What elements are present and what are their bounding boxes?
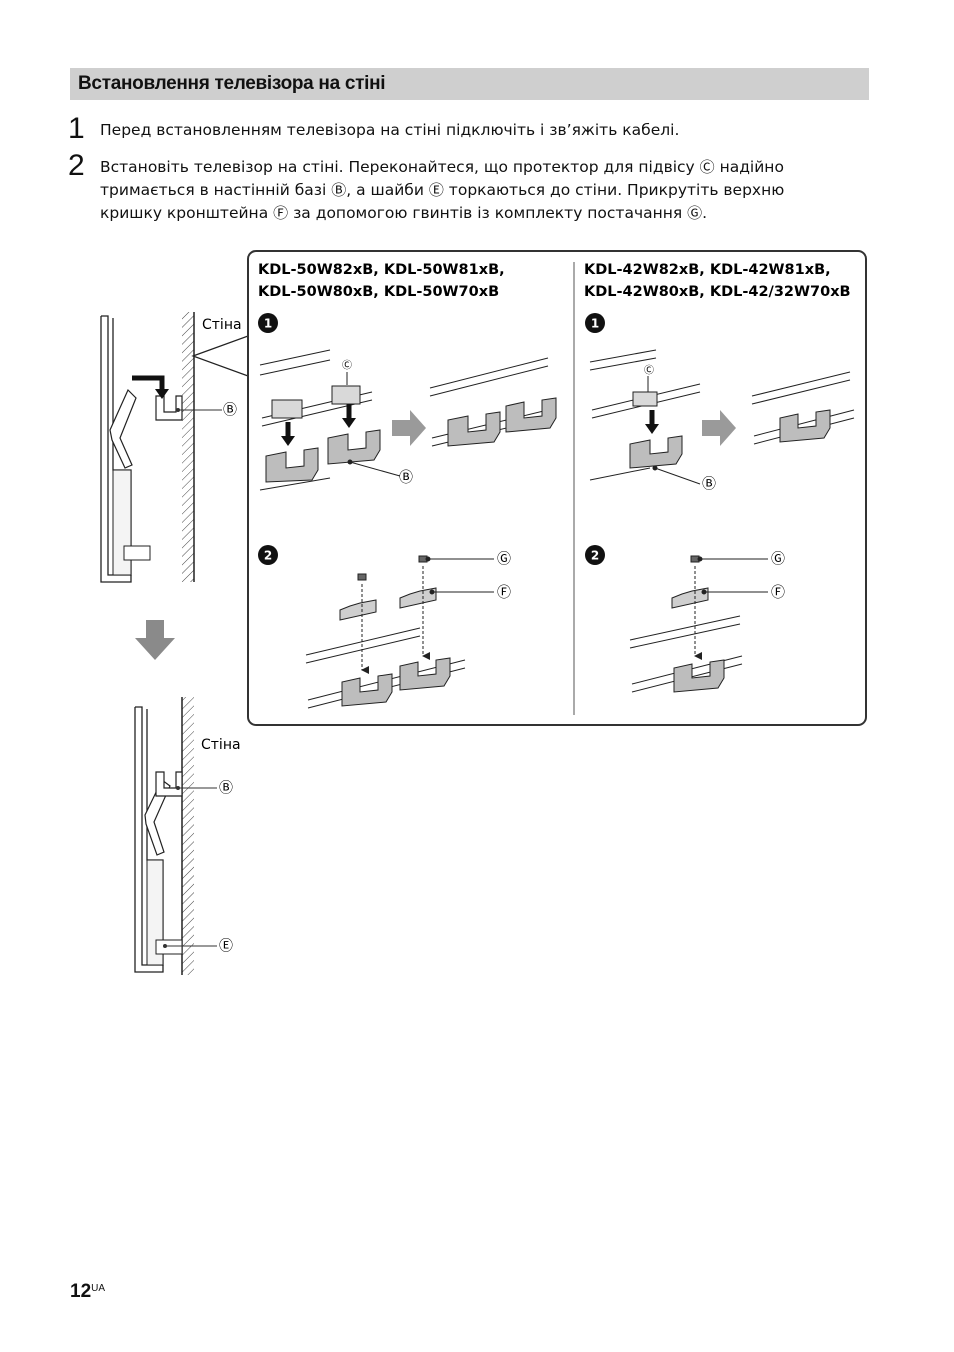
tv-side-view-before <box>100 312 222 583</box>
part-f-ref: Ⓕ <box>273 204 289 222</box>
right-step1-illustration <box>589 349 855 485</box>
part-c-ref: Ⓒ <box>699 158 715 176</box>
badge-number: 2 <box>591 549 599 563</box>
step-2-text-part: , а шайби <box>346 181 429 199</box>
step-2-text-part: за допомогою гвинтів із комплекту постач… <box>288 204 688 222</box>
page-number: 12UA <box>70 1281 105 1303</box>
part-b-label: Ⓑ <box>223 403 237 419</box>
step-text-1: Перед встановленням телевізора на стіні … <box>100 121 680 139</box>
badge-left-1: 1 <box>258 313 278 333</box>
page-number-suffix: UA <box>91 1283 106 1294</box>
badge-left-2: 2 <box>258 545 278 565</box>
section-title: Встановлення телевізора на стіні <box>70 68 869 100</box>
part-e-ref: Ⓔ <box>428 181 444 199</box>
part-f-label-left: Ⓕ <box>497 585 511 601</box>
page-number-value: 12 <box>70 1281 92 1302</box>
badge-number: 2 <box>264 549 272 563</box>
wall-label-bottom: Стіна <box>201 737 241 753</box>
left-step2-illustration <box>305 555 494 709</box>
part-f-label-right: Ⓕ <box>771 585 785 601</box>
left-step1-illustration <box>259 349 557 491</box>
step-number-2: 2 <box>68 149 85 182</box>
step-2-text-part: Встановіть телевізор на стіні. Переконай… <box>100 158 700 176</box>
badge-number: 1 <box>591 317 599 331</box>
tv-side-view-after <box>134 697 217 975</box>
right-step2-illustration <box>629 555 768 693</box>
part-e-label: Ⓔ <box>219 939 233 955</box>
part-b-ref: Ⓑ <box>331 181 347 199</box>
part-c-label-left: Ⓒ <box>342 360 352 372</box>
step-text-2: Встановіть телевізор на стіні. Переконай… <box>100 156 860 225</box>
part-b-label-after: Ⓑ <box>219 781 233 797</box>
badge-number: 1 <box>264 317 272 331</box>
step-2-text-part: тримається в настінній базі <box>100 181 332 199</box>
step-2-text-part: торкаються до стіни. Прикрутіть верхню <box>443 181 785 199</box>
step-number-1: 1 <box>68 112 85 145</box>
part-g-label-right: Ⓖ <box>771 552 785 568</box>
badge-right-1: 1 <box>585 313 605 333</box>
badge-right-2: 2 <box>585 545 605 565</box>
part-g-ref: Ⓖ <box>687 204 703 222</box>
wall-hatch <box>182 312 194 582</box>
model-panel <box>247 250 867 726</box>
part-b-label-left: Ⓑ <box>399 470 413 486</box>
part-c-label-right: Ⓒ <box>644 365 654 377</box>
down-arrow <box>135 620 175 660</box>
step-2-text-part: . <box>702 204 708 222</box>
models-left-line1: KDL-50W82xB, KDL-50W81xB, <box>258 262 505 278</box>
step-2-text-part: кришку кронштейна <box>100 204 274 222</box>
wall-label-top: Стіна <box>202 317 242 333</box>
step-2-text-part: надійно <box>714 158 784 176</box>
part-g-label-left: Ⓖ <box>497 552 511 568</box>
part-b-label-right: Ⓑ <box>702 477 716 493</box>
models-left-line2: KDL-50W80xB, KDL-50W70xB <box>258 284 499 300</box>
wall-hatch <box>182 697 194 975</box>
models-right-line1: KDL-42W82xB, KDL-42W81xB, <box>584 262 831 278</box>
models-right-line2: KDL-42W80xB, KDL-42/32W70xB <box>584 284 851 300</box>
